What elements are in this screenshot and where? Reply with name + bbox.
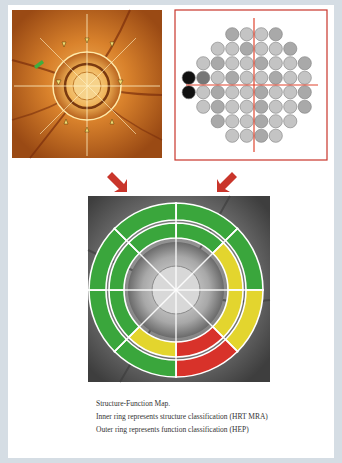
- test-point: [255, 42, 268, 55]
- ring-sector: [109, 290, 139, 337]
- sector-line: [114, 228, 238, 352]
- test-point: [211, 86, 224, 99]
- test-point: [182, 86, 195, 99]
- test-point: [226, 71, 239, 84]
- flow-arrow: [107, 172, 237, 192]
- test-point: [284, 115, 297, 128]
- test-point: [226, 100, 239, 113]
- ring-sector: [129, 223, 176, 253]
- caption-title: Structure-Function Map.: [96, 398, 170, 409]
- test-point: [240, 42, 253, 55]
- test-point: [226, 42, 239, 55]
- test-point: [255, 115, 268, 128]
- test-point: [226, 57, 239, 70]
- test-point: [255, 86, 268, 99]
- test-point: [269, 115, 282, 128]
- test-point: [182, 71, 195, 84]
- test-point: [284, 42, 297, 55]
- caption-line: Inner ring represents structure classifi…: [96, 411, 268, 422]
- test-point: [240, 100, 253, 113]
- test-point: [269, 100, 282, 113]
- test-point: [211, 100, 224, 113]
- test-point: [298, 100, 311, 113]
- test-point: [255, 28, 268, 41]
- test-point: [298, 57, 311, 70]
- test-point: [298, 86, 311, 99]
- test-point: [284, 71, 297, 84]
- test-point: [211, 42, 224, 55]
- test-point: [240, 71, 253, 84]
- test-point: [240, 115, 253, 128]
- test-point: [240, 86, 253, 99]
- test-point: [226, 86, 239, 99]
- structure-function-map: [88, 196, 270, 382]
- test-point: [269, 129, 282, 142]
- test-point: [211, 57, 224, 70]
- test-point: [255, 57, 268, 70]
- test-point: [255, 129, 268, 142]
- test-point: [211, 115, 224, 128]
- test-point: [226, 115, 239, 128]
- fundus-image: [12, 10, 162, 158]
- test-point: [197, 57, 210, 70]
- test-point: [197, 100, 210, 113]
- test-point: [269, 28, 282, 41]
- test-point: [197, 71, 210, 84]
- test-point: [284, 100, 297, 113]
- panel: [8, 5, 334, 458]
- test-point: [240, 129, 253, 142]
- caption-line: Outer ring represents function classific…: [96, 424, 249, 435]
- test-point: [240, 57, 253, 70]
- ring-sector: [213, 243, 243, 290]
- test-point: [226, 129, 239, 142]
- test-point: [269, 86, 282, 99]
- test-point: [269, 42, 282, 55]
- test-point: [269, 71, 282, 84]
- test-point: [284, 86, 297, 99]
- test-point: [197, 86, 210, 99]
- test-point: [269, 57, 282, 70]
- ring-sector: [176, 327, 223, 357]
- test-point: [240, 28, 253, 41]
- test-point: [255, 71, 268, 84]
- test-point: [255, 100, 268, 113]
- test-point: [284, 57, 297, 70]
- visual-field-plot: [175, 10, 327, 160]
- test-point: [211, 71, 224, 84]
- test-point: [226, 28, 239, 41]
- test-point: [298, 71, 311, 84]
